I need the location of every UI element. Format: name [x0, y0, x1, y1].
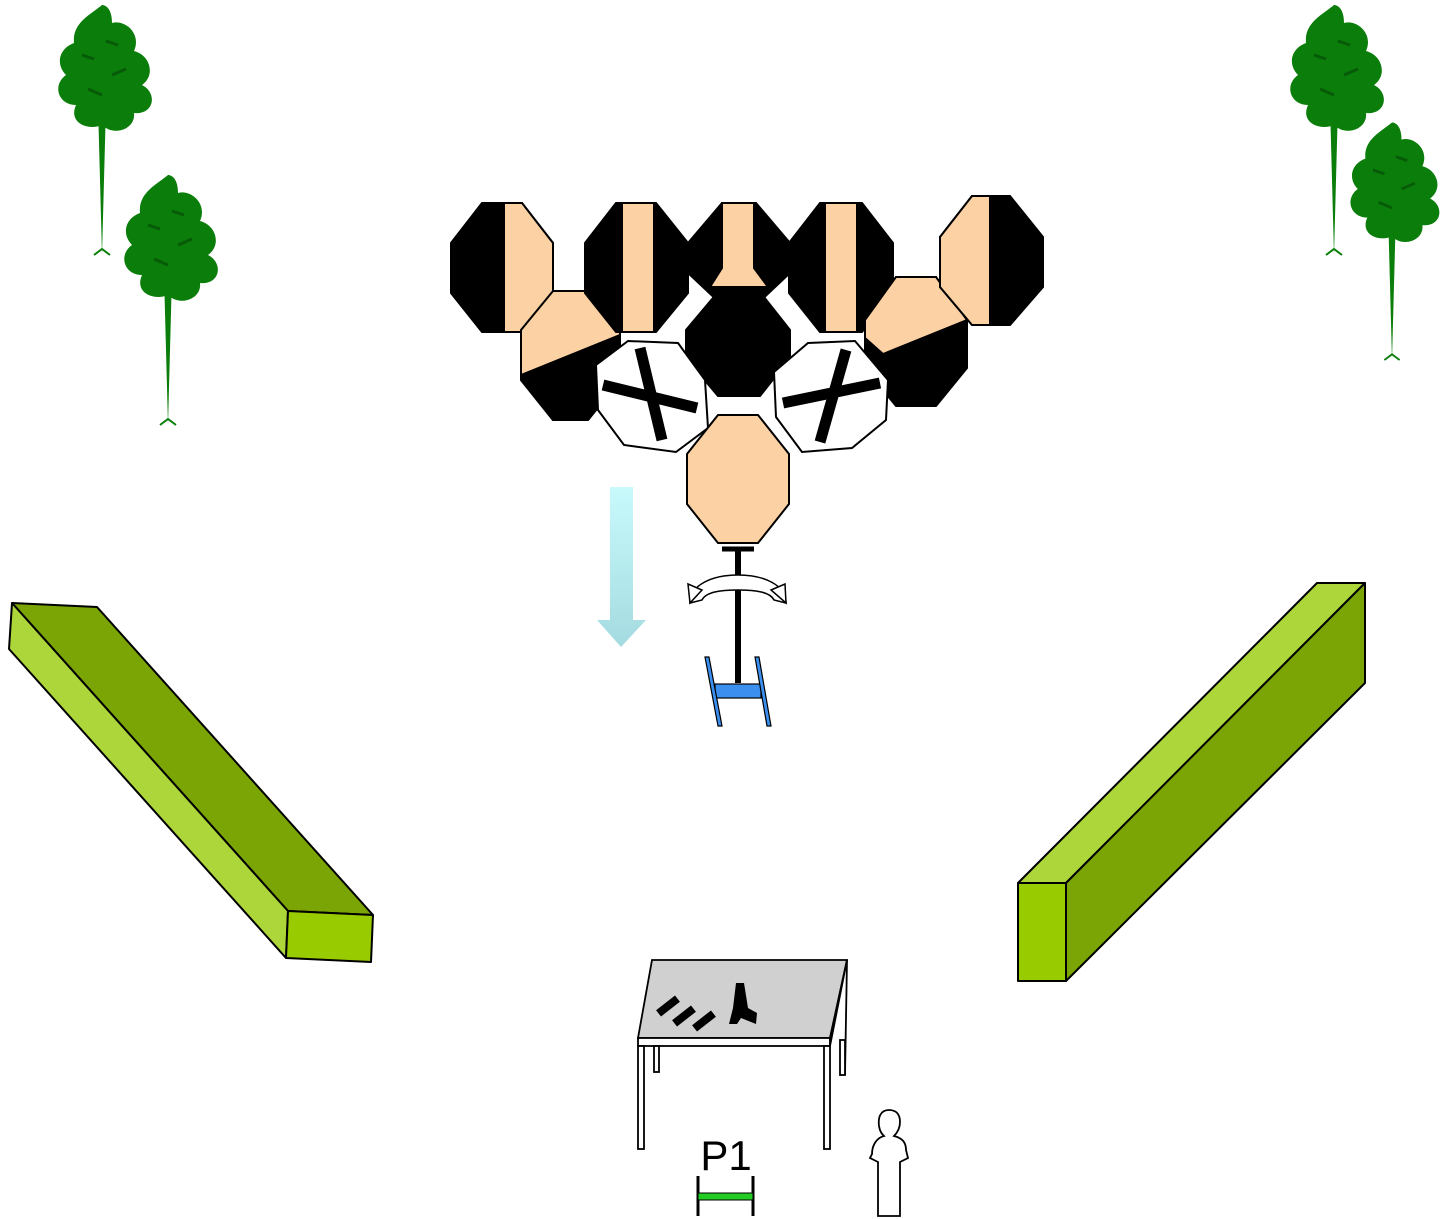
tree-icon [122, 173, 220, 427]
steel-plate-icon [450, 202, 554, 333]
no-shoot-icon [772, 339, 890, 454]
swinger-mechanism [687, 546, 787, 727]
pistol-icon [729, 983, 757, 1024]
wall-left [8, 602, 374, 963]
steel-plate-icon [939, 195, 1044, 326]
swinger-icon [686, 414, 790, 544]
steel-plate-icon [788, 202, 894, 333]
shooting-position-p1: P1 [696, 1132, 755, 1216]
steel-plate-icon [864, 276, 969, 407]
table [636, 959, 849, 1150]
wall-right [1017, 582, 1366, 982]
steel-plate-icon [584, 202, 689, 333]
swinger-base [704, 656, 772, 727]
arrow-down-icon [597, 487, 646, 647]
magazine-icon [656, 995, 716, 1032]
steel-plate-icon [685, 291, 791, 397]
shooter-icon [868, 1109, 910, 1217]
steel-plate-icon [520, 290, 621, 421]
tree-icon [1349, 121, 1441, 362]
target-array [450, 195, 1044, 544]
steel-plate-icon [687, 202, 791, 306]
no-shoot-icon [594, 339, 710, 454]
position-label: P1 [700, 1132, 751, 1179]
